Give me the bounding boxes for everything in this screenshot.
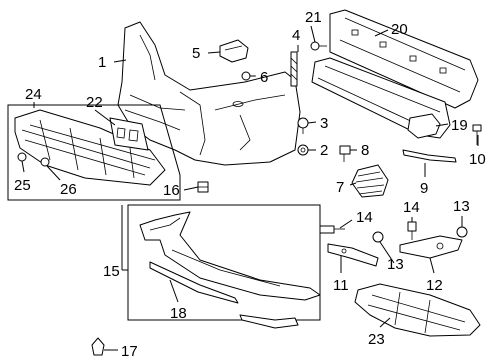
clip-26-part xyxy=(40,157,50,167)
callout-7: 7 xyxy=(336,179,344,196)
callout-13a: 13 xyxy=(453,198,470,215)
callout-14a: 14 xyxy=(356,209,373,226)
bracket-5-part xyxy=(219,39,249,63)
callout-5: 5 xyxy=(192,45,200,62)
bracket-11-part xyxy=(327,243,379,267)
callout-11: 11 xyxy=(333,277,349,294)
callout-26: 26 xyxy=(60,181,77,198)
spoiler-group-box xyxy=(127,204,321,321)
callout-8: 8 xyxy=(361,142,369,159)
callout-25: 25 xyxy=(14,177,31,194)
pin-8-part xyxy=(339,145,351,162)
bolt-10-part xyxy=(472,124,482,145)
clip-16-part xyxy=(197,181,209,193)
callout-2: 2 xyxy=(320,142,328,159)
bumper-reinforcement-part xyxy=(329,9,479,109)
molding-end-part xyxy=(239,314,299,329)
nut-13b-part xyxy=(372,231,384,243)
callout-9: 9 xyxy=(420,180,428,197)
spoiler-15-part xyxy=(139,211,321,301)
stay-4-part xyxy=(290,51,298,87)
callout-18: 18 xyxy=(170,305,187,322)
callout-20: 20 xyxy=(391,21,408,38)
bolt-21-part xyxy=(310,41,327,51)
leader-lines xyxy=(21,25,479,351)
grille-group-box xyxy=(7,104,181,201)
callout-3: 3 xyxy=(320,115,328,132)
bolt-14b-part xyxy=(407,221,417,240)
bolt-14a-part xyxy=(319,225,345,234)
callout-23: 23 xyxy=(368,331,385,348)
bracket-12-part xyxy=(399,235,463,259)
side-grille-7-part xyxy=(351,164,389,198)
callout-19: 19 xyxy=(451,117,468,134)
undercover-23-part xyxy=(354,283,481,337)
callout-13b: 13 xyxy=(387,256,404,273)
callout-10: 10 xyxy=(469,151,486,168)
nut-13a-part xyxy=(456,226,468,238)
callout-12: 12 xyxy=(426,277,443,294)
fastener-2-part xyxy=(297,144,309,156)
callouts: 1 5 6 4 21 20 3 2 8 19 10 9 7 24 22 25 2… xyxy=(14,9,486,360)
molding-18-part xyxy=(149,261,239,304)
callout-22: 22 xyxy=(86,94,103,111)
callout-15: 15 xyxy=(103,263,120,280)
grille-24-part xyxy=(14,109,166,186)
callout-6: 6 xyxy=(260,69,268,86)
callout-4: 4 xyxy=(292,27,300,44)
callout-16: 16 xyxy=(163,182,180,199)
clip-17-part xyxy=(91,337,105,356)
callout-24: 24 xyxy=(25,86,42,103)
emblem-22-part xyxy=(109,117,149,151)
trim-strip-9-part xyxy=(402,149,457,163)
callout-17: 17 xyxy=(121,343,138,360)
clip-25-part xyxy=(17,152,27,162)
callout-1: 1 xyxy=(98,54,106,71)
side-bracket-part xyxy=(407,113,441,139)
fastener-3-part xyxy=(297,117,309,134)
callout-21: 21 xyxy=(305,9,322,26)
callout-14b: 14 xyxy=(403,199,420,216)
